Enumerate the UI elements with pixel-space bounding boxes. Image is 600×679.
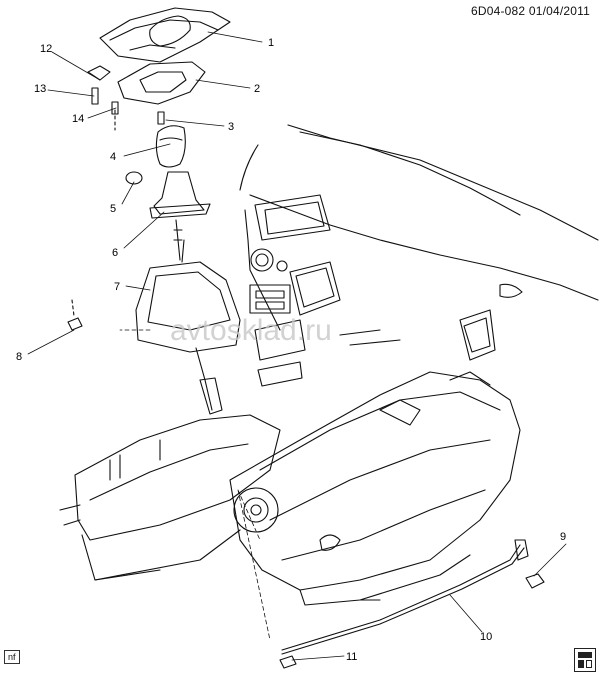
callout-2: 2 (254, 83, 260, 95)
callout-4: 4 (110, 151, 116, 163)
callout-14: 14 (72, 113, 84, 125)
corner-symbol-icon (574, 648, 596, 672)
callout-12: 12 (40, 43, 52, 55)
nut-lower (279, 655, 297, 669)
transmission (229, 371, 521, 606)
plug (125, 171, 143, 185)
shifter-trim-plate (99, 7, 231, 63)
callout-13: 13 (34, 83, 46, 95)
shift-knob (155, 125, 186, 168)
shift-cable (281, 539, 529, 655)
callout-1: 1 (268, 37, 274, 49)
nut (525, 573, 545, 589)
callout-3: 3 (228, 121, 234, 133)
console-base (59, 414, 281, 581)
drawing-id: 6D04-082 01/04/2011 (470, 4, 590, 18)
instrument-panel (239, 124, 599, 387)
callout-9: 9 (560, 531, 566, 543)
callout-8: 8 (16, 351, 22, 363)
shifter-boot (149, 171, 211, 261)
callout-7: 7 (114, 281, 120, 293)
shifter-assembly (135, 239, 241, 415)
nut-left (67, 299, 83, 331)
nf-tag: nf (4, 650, 20, 664)
callout-10: 10 (480, 631, 492, 643)
callout-6: 6 (112, 247, 118, 259)
watermark-text: avtosklad.ru (170, 314, 332, 347)
leader-lines (27, 31, 567, 661)
callout-5: 5 (110, 203, 116, 215)
shifter-bezel (117, 61, 206, 105)
callout-11: 11 (346, 651, 357, 663)
